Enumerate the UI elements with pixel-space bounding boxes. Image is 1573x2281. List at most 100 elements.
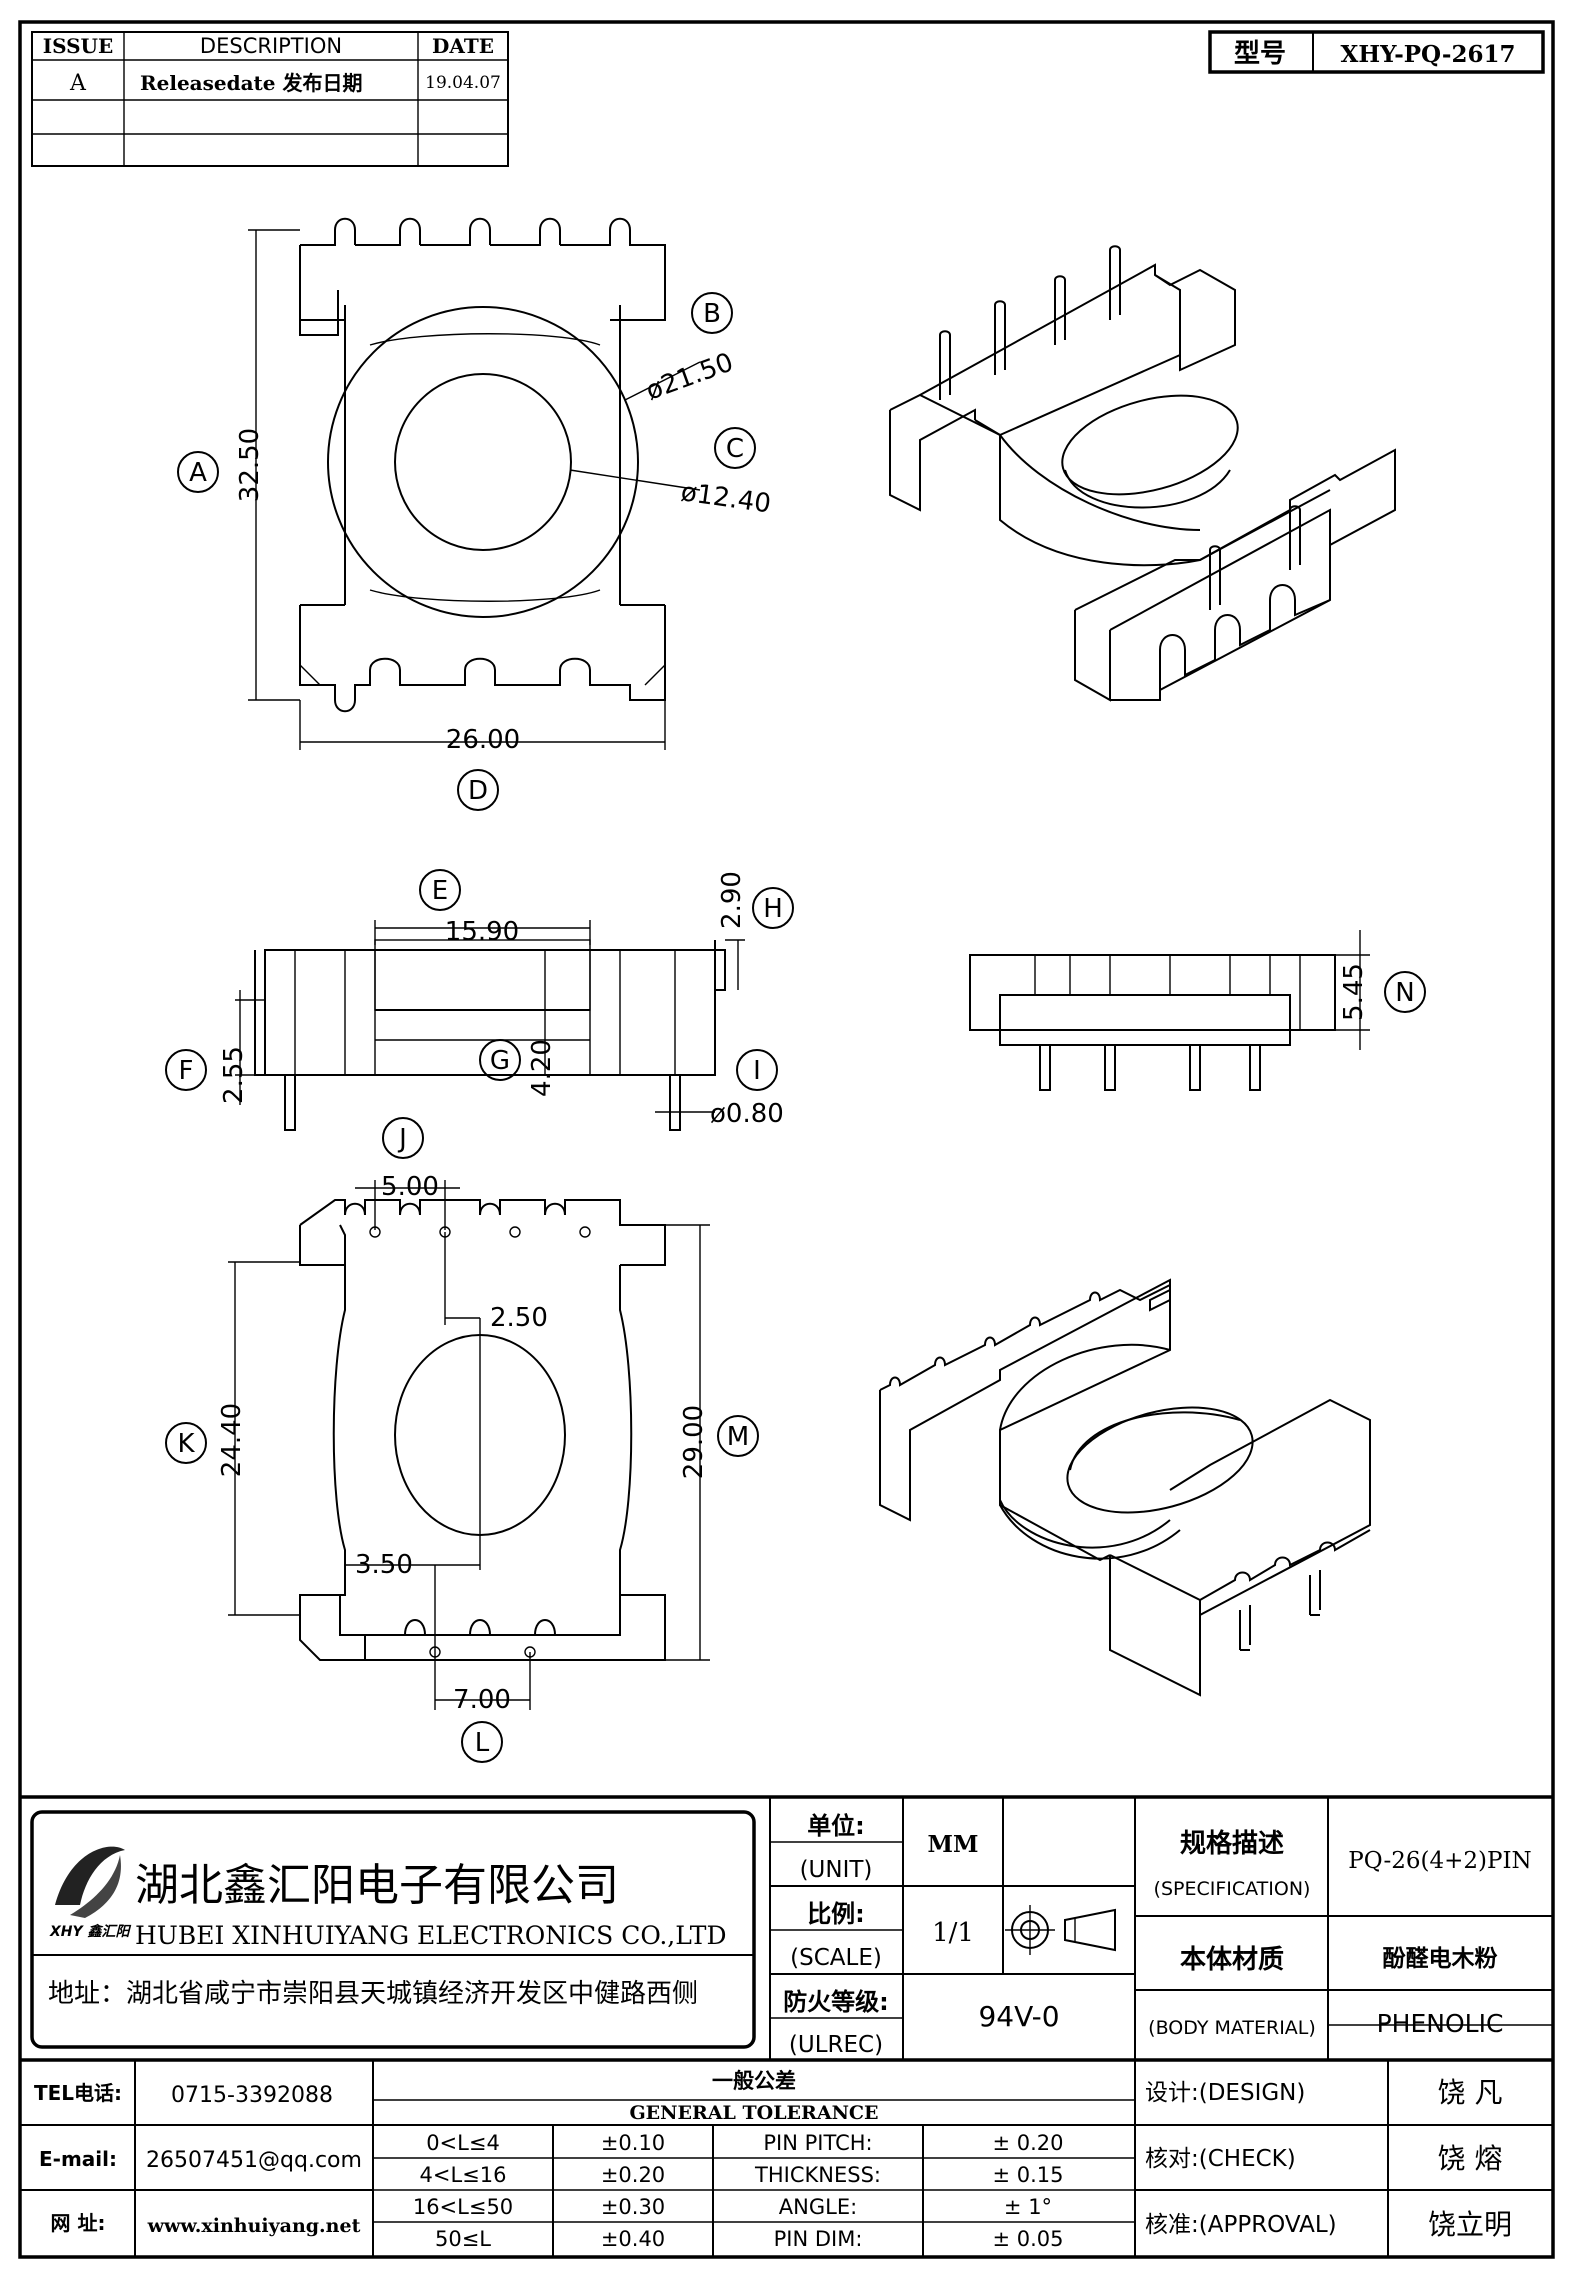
material-label-cn: 本体材质 [1180,1945,1284,1975]
bottom-view: 5.00 2.50 3.50 24.40 29.00 7.00 [217,1172,710,1715]
company-box [30,1810,756,2049]
tol-range-0: 0<L≤4 [426,2131,500,2155]
callout-i: I [736,1049,778,1091]
side-view: 15.90 2.90 4.20 2.55 ø0.80 [219,871,784,1131]
email-label: E-mail: [39,2147,117,2171]
revision-description-cell: Releasedate 发布日期 [140,71,362,95]
callout-i-label: I [753,1056,761,1086]
dim-a-value: 32.50 [235,428,265,502]
side-view-right: 5.45 [969,930,1370,1091]
revision-table: ISSUE DESCRIPTION DATE A Releasedate 发布日… [31,31,509,167]
approval-label: 核准:(APPROVAL) [1145,2212,1337,2238]
company-name-cn: 湖北鑫汇阳电子有限公司 [135,1860,619,1911]
tel-label: TEL电话: [34,2081,122,2105]
dim-k-value: 24.40 [217,1403,247,1477]
tel-value: 0715-3392088 [171,2083,333,2108]
callout-n-label: N [1395,978,1414,1008]
title-block: XHY 鑫汇阳 湖北鑫汇阳电子有限公司 HUBEI XINHUIYANG ELE… [20,1795,1553,2257]
web-value: www.xinhuiyang.net [147,2215,361,2237]
callout-j: J [382,1117,424,1159]
callout-h-label: H [763,894,783,924]
revision-header-date: DATE [432,34,494,58]
callout-d: D [457,769,499,811]
model-label: 型号 [1234,39,1286,69]
ulrec-label-en: (ULREC) [789,2032,883,2058]
projection-symbol-icon [1005,1905,1116,1955]
tol-range-3: 50≤L [435,2227,491,2251]
approval-name: 饶立明 [1428,2208,1512,2241]
callout-k: K [165,1422,207,1464]
spec-label-cn: 规格描述 [1180,1828,1284,1859]
dim-h-value: 2.90 [717,871,747,929]
revision-header-issue: ISSUE [43,34,114,58]
tol-item-2: ANGLE: [779,2195,857,2219]
callout-e: E [419,869,461,911]
check-label: 核对:(CHECK) [1145,2146,1296,2172]
tol-item-value-2: ± 1° [1004,2195,1052,2219]
design-name: 饶 凡 [1438,2076,1503,2109]
revision-header-description: DESCRIPTION [200,34,342,58]
callout-j-label: J [397,1124,407,1154]
callout-f: F [165,1049,207,1091]
spec-label-en: (SPECIFICATION) [1154,1878,1311,1900]
callout-k-label: K [177,1429,195,1459]
unit-label-cn: 单位: [807,1812,865,1840]
sheet-border [18,20,1555,2259]
tol-item-value-3: ± 0.05 [992,2227,1063,2251]
material-label-en: (BODY MATERIAL) [1148,2017,1316,2039]
model-number: XHY-PQ-2617 [1341,41,1516,68]
company-logo-text: XHY 鑫汇阳 [49,1923,132,1940]
dim-c-value: ø12.40 [679,477,773,519]
callout-l-label: L [475,1728,490,1758]
callout-f-label: F [179,1056,194,1086]
tol-item-3: PIN DIM: [774,2227,863,2251]
tol-value-3: ±0.40 [601,2227,665,2251]
check-name: 饶 熔 [1438,2142,1503,2175]
tol-range-1: 4<L≤16 [420,2163,507,2187]
dim-m-value: 29.00 [679,1405,709,1479]
callout-m-label: M [727,1422,749,1452]
tolerance-title-cn: 一般公差 [712,2069,796,2093]
model-box: 型号 XHY-PQ-2617 [1208,30,1545,74]
dim-extra-3-50: 3.50 [355,1550,413,1580]
dim-j-value: 5.00 [381,1172,439,1202]
tol-item-value-1: ± 0.15 [992,2163,1063,2187]
dim-extra-2-50: 2.50 [490,1303,548,1333]
company-logo: XHY 鑫汇阳 [49,1846,132,1940]
dim-f-value: 2.55 [219,1046,249,1104]
callout-l: L [461,1721,503,1763]
tol-value-2: ±0.30 [601,2195,665,2219]
callout-g: G [479,1039,521,1081]
revision-issue-cell: A [69,71,87,96]
callout-h: H [752,887,794,929]
dim-d-value: 26.00 [446,725,520,755]
dim-n-value: 5.45 [1339,963,1369,1021]
tolerance-title-en: GENERAL TOLERANCE [629,2102,878,2124]
tol-value-0: ±0.10 [601,2131,665,2155]
email-value: 26507451@qq.com [146,2148,362,2173]
callout-c-label: C [726,434,744,464]
callout-g-label: G [490,1046,510,1076]
tol-item-0: PIN PITCH: [763,2131,872,2155]
callout-e-label: E [432,876,448,906]
company-name-en: HUBEI XINHUIYANG ELECTRONICS CO.,LTD [135,1921,727,1950]
material-value-en: PHENOLIC [1377,2009,1504,2038]
iso-view-top [889,245,1396,702]
company-address: 地址：湖北省咸宁市崇阳县天城镇经济开发区中健路西侧 [48,1979,698,2009]
scale-label-cn: 比例: [807,1900,865,1928]
callout-a-label: A [189,458,207,488]
dim-l-value: 7.00 [453,1685,511,1715]
dim-e-value: 15.90 [445,917,519,947]
dim-b-value: ø21.50 [642,347,737,406]
iso-view-bottom [879,1278,1371,1697]
revision-date-cell: 19.04.07 [425,73,501,93]
unit-value: MM [928,1831,979,1858]
ulrec-label-cn: 防火等级: [783,1988,889,2016]
web-label: 网 址: [51,2211,106,2235]
material-value-cn: 酚醛电木粉 [1383,1946,1498,1972]
spec-value: PQ-26(4+2)PIN [1348,1848,1531,1874]
tol-item-1: THICKNESS: [754,2163,881,2187]
dim-i-value: ø0.80 [710,1099,784,1129]
